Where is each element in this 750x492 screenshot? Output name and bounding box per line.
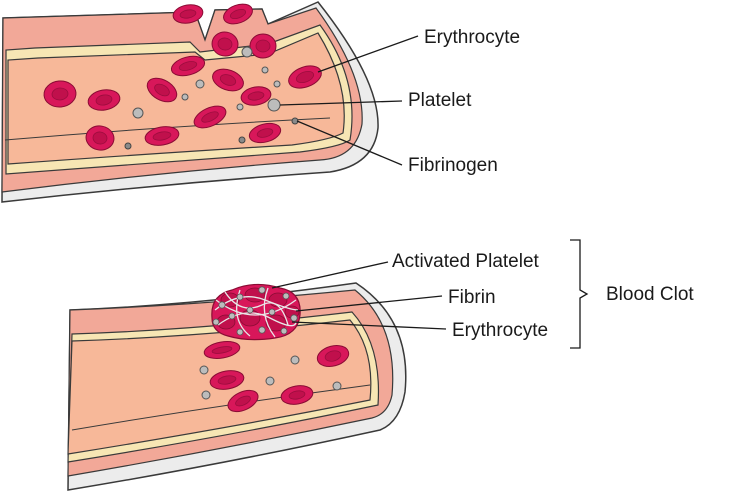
erythrocyte-leader-line [317,35,419,73]
activated-platelets [212,286,298,336]
label-platelet: Platelet [408,90,472,111]
platelet [181,93,189,101]
fibrin-leader-line [295,295,443,312]
erythrocyte [193,105,227,129]
erythrocyte [172,4,204,24]
platelet [261,66,269,74]
erythrocyte [248,122,282,144]
top-erythrocytes [43,3,322,151]
platelet [273,80,281,88]
label-fibrin: Fibrin [448,287,496,308]
activated-platelet-leader-line [271,261,389,289]
platelet [201,390,211,400]
erythrocyte [240,86,272,106]
platelet [238,136,246,144]
bottom-leader-lines [271,261,447,330]
label-blood-clot: Blood Clot [606,284,694,305]
platelet [195,79,205,89]
top-platelets [124,46,299,150]
fibrinogen-leader-line [296,120,403,166]
erythrocyte [212,68,244,92]
erythrocyte [85,125,115,151]
erythrocyte [211,31,239,57]
blood-clot-bracket [570,239,589,349]
erythrocyte [316,344,350,368]
erythrocyte [223,3,253,25]
label-erythrocyte: Erythrocyte [424,27,521,48]
erythrocyte [146,77,178,103]
erythrocyte [227,389,259,413]
platelet [332,381,342,391]
bottom-vessel-inner-band [71,384,371,431]
platelet [265,376,275,386]
platelet [132,107,144,119]
platelet [124,142,132,150]
erythrocyte [203,341,241,359]
platelet [267,98,281,112]
platelet-leader-line [279,100,403,106]
erythrocyte [288,65,322,89]
label-fibrinogen: Fibrinogen [408,155,498,176]
erythrocyte [170,55,206,77]
top-leader-lines [279,35,419,166]
bottom-erythrocytes [203,341,350,413]
label-erythrocyte-clot: Erythrocyte [452,320,549,341]
erythrocyte [209,370,245,390]
platelet [199,365,209,375]
platelet [241,46,253,58]
erythrocyte [249,33,277,59]
erythrocyte [87,89,121,111]
bottom-platelets [199,355,342,400]
erythrocyte-clot-leader-line [291,321,447,330]
platelet [236,103,244,111]
label-activated-platelet: Activated Platelet [392,251,539,272]
blood-clot [211,283,301,341]
erythrocyte [144,126,180,146]
erythrocyte [43,80,77,108]
erythrocyte [280,385,314,405]
platelet [290,355,300,365]
